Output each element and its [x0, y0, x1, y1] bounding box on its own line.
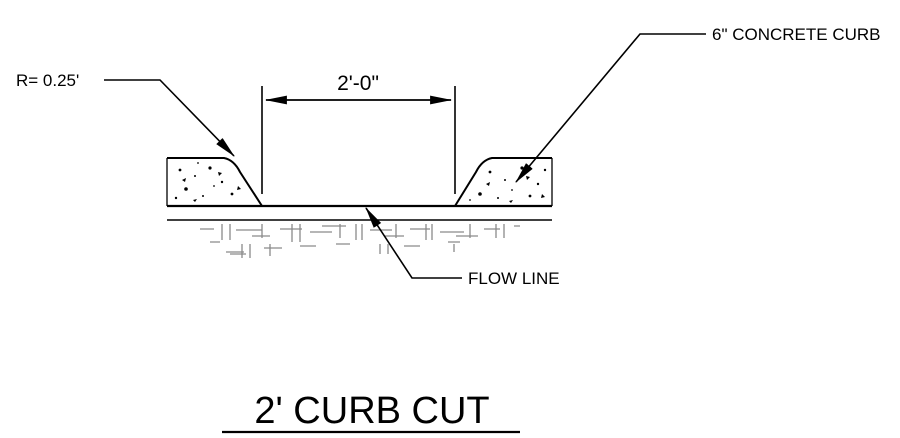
- width-dimension-label: 2'-0": [337, 72, 379, 95]
- detail-title-block: 2' CURB CUT: [222, 390, 520, 434]
- concrete-curb-callout-label: 6" CONCRETE CURB: [712, 25, 881, 44]
- left-concrete-curb: [166, 157, 263, 207]
- left-curb-aggregate-hatch: [174, 162, 241, 202]
- right-concrete-curb: [454, 157, 553, 207]
- radius-callout: R= 0.25': [16, 71, 235, 157]
- subgrade-hatch: [200, 224, 520, 258]
- flow-line-callout: FLOW LINE: [365, 207, 560, 288]
- flow-line-callout-label: FLOW LINE: [468, 269, 560, 288]
- pavement-surface: [167, 204, 552, 221]
- concrete-curb-callout: 6" CONCRETE CURB: [515, 25, 881, 183]
- width-dimension: 2'-0": [261, 72, 456, 194]
- detail-title: 2' CURB CUT: [254, 390, 489, 432]
- radius-callout-label: R= 0.25': [16, 71, 79, 90]
- right-curb-aggregate-hatch: [469, 166, 547, 203]
